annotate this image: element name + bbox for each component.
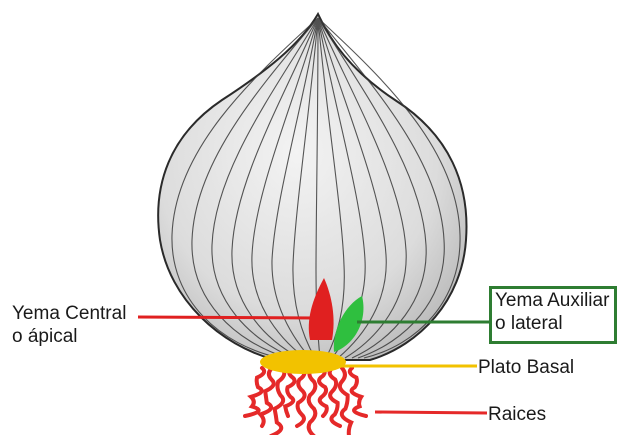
label-roots: Raices bbox=[488, 404, 546, 427]
root-strand bbox=[297, 368, 305, 426]
root-strand bbox=[309, 368, 316, 435]
label-central-bud-line2: o ápical bbox=[12, 326, 126, 349]
roots-leader-line bbox=[375, 412, 487, 413]
label-central-bud: Yema Central o ápical bbox=[12, 303, 126, 349]
basal-plate bbox=[260, 350, 346, 374]
label-lateral-bud-line2: o lateral bbox=[495, 313, 611, 336]
root-strand bbox=[245, 368, 264, 416]
root-strand bbox=[285, 368, 294, 416]
root-strand bbox=[330, 368, 340, 426]
label-basal-plate: Plato Basal bbox=[478, 357, 574, 380]
label-lateral-bud: Yema Auxiliar o lateral bbox=[489, 286, 617, 344]
root-strand bbox=[319, 368, 327, 416]
roots bbox=[245, 368, 366, 435]
root-strand bbox=[271, 368, 284, 435]
label-lateral-bud-line1: Yema Auxiliar bbox=[495, 290, 611, 313]
label-central-bud-line1: Yema Central bbox=[12, 303, 126, 326]
central-bud-leader-line bbox=[138, 317, 318, 318]
root-strand bbox=[350, 368, 366, 416]
